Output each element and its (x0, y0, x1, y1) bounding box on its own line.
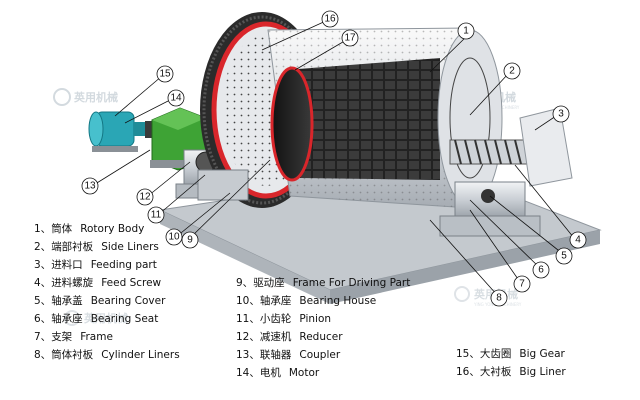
svg-text:7: 7 (519, 279, 525, 290)
callout-8: 8 (490, 289, 508, 307)
callout-6: 6 (532, 261, 550, 279)
callout-4: 4 (569, 231, 587, 249)
callout-11: 11 (147, 206, 165, 224)
svg-text:1: 1 (463, 26, 469, 37)
svg-text:英用机械: 英用机械 (73, 90, 118, 104)
callout-10: 10 (165, 228, 183, 246)
watermark-bottom-right: 英用机械 YING YONG MACHINERY (454, 286, 522, 307)
svg-text:9: 9 (187, 235, 193, 246)
svg-text:10: 10 (168, 232, 180, 243)
drive-frame (197, 169, 249, 201)
svg-text:3: 3 (558, 109, 564, 120)
callout-3: 3 (552, 105, 570, 123)
watermark-bottom-left: 英用机械 (64, 310, 128, 326)
svg-text:6: 6 (538, 265, 544, 276)
svg-text:12: 12 (139, 192, 151, 203)
svg-text:16: 16 (324, 14, 336, 25)
callout-9: 9 (181, 231, 199, 249)
svg-text:13: 13 (84, 181, 96, 192)
watermark-left: 英用机械 (53, 88, 118, 106)
callout-14: 14 (167, 89, 185, 107)
svg-text:15: 15 (159, 69, 171, 80)
svg-text:英用机械: 英用机械 (83, 311, 128, 325)
callout-12: 12 (136, 188, 154, 206)
motor (88, 111, 146, 152)
coupler (145, 121, 154, 138)
callout-1: 1 (457, 22, 475, 40)
svg-text:4: 4 (575, 235, 581, 246)
leader-lines (91, 19, 575, 297)
callout-7: 7 (513, 275, 531, 293)
callout-13: 13 (81, 177, 99, 195)
callout-15: 15 (156, 65, 174, 83)
callout-2: 2 (503, 62, 521, 80)
callout-17: 17 (341, 29, 359, 47)
svg-text:11: 11 (151, 210, 162, 221)
callout-16: 16 (321, 10, 339, 28)
svg-text:8: 8 (496, 293, 502, 304)
feed-end (437, 29, 573, 237)
svg-text:17: 17 (344, 33, 356, 44)
svg-text:5: 5 (561, 251, 567, 262)
svg-text:14: 14 (170, 93, 182, 104)
callout-5: 5 (555, 247, 573, 265)
rotory-body (267, 27, 497, 209)
svg-text:2: 2 (509, 66, 515, 77)
